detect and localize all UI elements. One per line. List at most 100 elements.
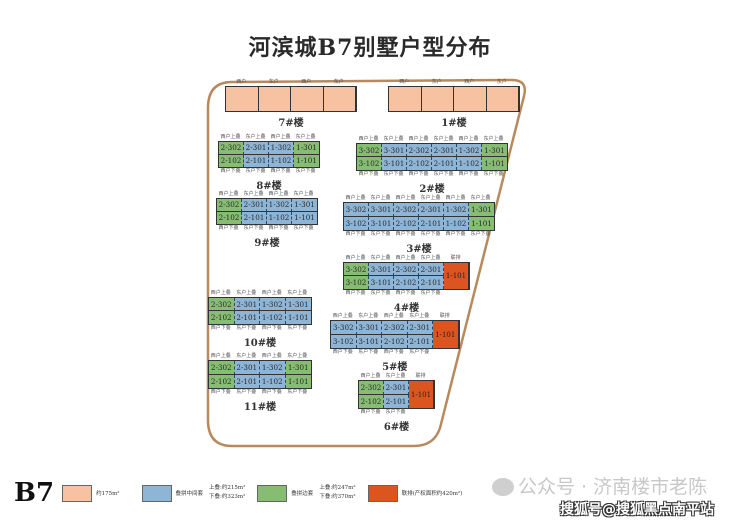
- unit-position-label: 东户下叠: [420, 290, 441, 296]
- unit-position-label: 东户上叠: [483, 136, 504, 142]
- building-name: 3#楼: [406, 244, 432, 255]
- top-labels: 西户东户西户东户: [225, 79, 355, 86]
- unit-cell: 2-302: [407, 144, 432, 157]
- unit-position-label: 联排: [439, 313, 450, 319]
- unit-position-label: 东户上叠: [420, 255, 441, 261]
- unit-position-label: 东户: [333, 79, 344, 85]
- unit-position-label: 西户下叠: [261, 325, 282, 331]
- unit-position-label: 东户下叠: [358, 349, 379, 355]
- unit-position-label: 东户上叠: [243, 191, 264, 197]
- legend-code: B7: [14, 478, 55, 508]
- unit-cell: 1-301: [482, 144, 507, 157]
- unit-position-label: 东户下叠: [370, 231, 391, 237]
- wechat-watermark: 公众号 · 济南楼市老陈: [492, 476, 707, 498]
- unit-cell: 2-302: [217, 199, 242, 212]
- unit-position-label: 东户上叠: [295, 134, 316, 140]
- unit-position-label: 东户上叠: [370, 255, 391, 261]
- legend-edge-upper: 上叠:约247m²: [319, 485, 356, 491]
- unit-position-label: 西户: [464, 79, 475, 85]
- unit-cell: 3-101: [382, 157, 407, 170]
- unit-cell: 3-102: [344, 216, 369, 230]
- unit-cell: 2-102: [209, 311, 235, 324]
- unit-cell: 2-102: [394, 276, 419, 289]
- unit-column: [454, 87, 487, 111]
- unit-position-label: 东户: [268, 79, 279, 85]
- top-labels: 西户上叠东户上叠西户上叠东户上叠: [216, 191, 316, 198]
- unit-cell: 1-101: [433, 321, 459, 348]
- unit-cell: 2-102: [407, 157, 432, 170]
- legend-mid-label: 叠拼中间套: [175, 491, 204, 497]
- unit-position-label: 西户上叠: [210, 290, 231, 296]
- unit-column: [226, 87, 259, 111]
- unit-position-label: 西户下叠: [383, 349, 404, 355]
- unit-cell: 1-302: [269, 142, 294, 155]
- unit-cell: 3-302: [331, 321, 357, 335]
- unit-position-label: 西户下叠: [220, 168, 241, 174]
- unit-cell: 1-101: [482, 157, 507, 170]
- unit-position-label: 西户下叠: [268, 225, 289, 231]
- bottom-labels: 西户下叠东户下叠西户下叠东户下叠西户下叠东户下叠: [356, 171, 506, 178]
- legend-mid-lower: 下叠:约323m²: [209, 494, 246, 500]
- unit-cell: 1-101: [444, 263, 469, 289]
- unit-cell: 2-101: [432, 157, 457, 170]
- unit-cell: 1-302: [444, 203, 469, 217]
- unit-position-label: 东户上叠: [358, 313, 379, 319]
- legend-mid-upper: 上叠:约215m²: [209, 485, 246, 491]
- unit-position-label: 东户上叠: [409, 313, 430, 319]
- unit-position-label: 东户下叠: [383, 171, 404, 177]
- unit-position-label: 东户下叠: [483, 171, 504, 177]
- unit-position-label: 西户上叠: [395, 195, 416, 201]
- unit-cell: 2-301: [432, 144, 457, 157]
- unit-column: [421, 87, 454, 111]
- unit-cell: 1-101: [285, 374, 311, 388]
- building-name: 7#楼: [278, 118, 304, 129]
- unit-cell: 3-102: [357, 157, 382, 170]
- unit-position-label: 西户下叠: [360, 409, 381, 415]
- unit-cell: 1-101: [285, 311, 311, 324]
- unit-cell: [258, 87, 291, 111]
- unit-cell: 1-302: [260, 361, 286, 375]
- unit-cell: 2-101: [419, 276, 444, 289]
- unit-grid: [225, 86, 357, 112]
- unit-position-label: [443, 290, 468, 297]
- building-name: 6#楼: [383, 422, 410, 433]
- top-labels: 西户上叠东户上叠西户上叠东户上叠联排: [343, 255, 468, 262]
- unit-position-label: 西户下叠: [270, 168, 291, 174]
- unit-cell: 2-101: [242, 211, 267, 224]
- unit-position-label: 东户上叠: [370, 195, 391, 201]
- unit-column: [486, 87, 519, 111]
- unit-cell: 1-101: [469, 216, 494, 230]
- unit-cell: 2-301: [419, 203, 444, 217]
- page-title: 河滨城B7别墅户型分布: [248, 35, 492, 61]
- unit-column: 1-101: [444, 263, 469, 289]
- sohu-watermark: 搜狐号@搜狐黑点南平站: [560, 502, 714, 518]
- building-name: 10#楼: [243, 338, 277, 349]
- unit-cell: 2-102: [209, 374, 235, 388]
- top-labels: 西户上叠东户上叠西户上叠东户上叠西户上叠东户上叠: [343, 195, 493, 202]
- bottom-labels: 西户下叠东户下叠西户下叠东户下叠西户下叠东户下叠: [343, 231, 493, 238]
- unit-position-label: 东户上叠: [293, 191, 314, 197]
- unit-position-label: 西户上叠: [261, 290, 282, 296]
- unit-position-label: 东户: [431, 79, 442, 85]
- unit-position-label: 西户下叠: [345, 290, 366, 296]
- unit-cell: 1-301: [294, 142, 319, 155]
- top-labels: 西户上叠东户上叠西户上叠东户上叠联排: [330, 313, 458, 320]
- unit-cell: [291, 87, 324, 111]
